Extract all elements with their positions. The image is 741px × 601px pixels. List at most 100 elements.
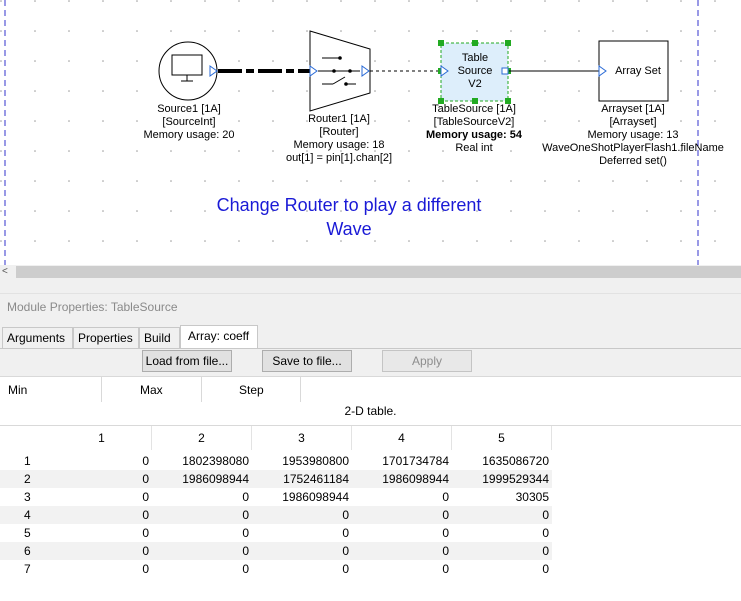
table-cell[interactable]: 0 [52,542,152,560]
column-header[interactable]: 3 [252,426,352,450]
column-header[interactable]: 2 [152,426,252,450]
source-name: Source1 [1A] [143,103,234,116]
row-header: 7 [24,560,31,578]
column-header[interactable]: 1 [52,426,152,450]
table-cell[interactable]: 0 [152,560,252,578]
table-cell[interactable]: 0 [152,524,252,542]
table-cell[interactable]: 0 [152,506,252,524]
table-cell[interactable]: 0 [52,470,152,488]
apply-button[interactable]: Apply [382,350,472,372]
source-caption: Source1 [1A] [SourceInt] Memory usage: 2… [143,103,234,142]
router-caption: Router1 [1A] [Router] Memory usage: 18 o… [286,113,392,165]
table-row: 7 0 0 0 0 0 [0,560,552,578]
column-divider [101,377,102,403]
tab-array-coeff[interactable]: Array: coeff [180,325,258,348]
arrayset-name: Arrayset [1A] [542,103,724,116]
table-cell[interactable]: 0 [352,560,452,578]
table-cell[interactable]: 0 [152,542,252,560]
save-to-file-button[interactable]: Save to file... [262,350,352,372]
table-cell[interactable]: 0 [452,560,552,578]
tablesource-caption: TableSource [1A] [TableSourceV2] Memory … [426,103,522,155]
table-cell[interactable]: 0 [252,560,352,578]
row-header: 6 [24,542,31,560]
table-cell[interactable]: 0 [452,542,552,560]
tablesource-class: [TableSourceV2] [426,116,522,129]
arrayset-box-label: Array Set [615,65,661,78]
table-cell[interactable]: 1701734784 [352,452,452,470]
table-row: 5 0 0 0 0 0 [0,524,552,542]
table-cell[interactable]: 0 [352,524,452,542]
tab-arguments[interactable]: Arguments [2,327,73,348]
tablesource-name: TableSource [1A] [426,103,522,116]
table-cell[interactable]: 1752461184 [252,470,352,488]
table-cell[interactable]: 0 [252,506,352,524]
table-row: 3 0 0 1986098944 0 30305 [0,488,552,506]
table-cell[interactable]: 0 [52,560,152,578]
table-cell[interactable]: 0 [52,452,152,470]
table-cell[interactable]: 0 [352,488,452,506]
arrayset-target: WaveOneShotPlayerFlash1.fileName [542,142,724,155]
table-cell[interactable]: 1953980800 [252,452,352,470]
row-header: 2 [24,470,31,488]
router-mapping: out[1] = pin[1].chan[2] [286,152,392,165]
diagram-canvas[interactable]: Table Source V2 Array Set Source1 [1A] [… [0,0,741,265]
selection-handle [438,40,444,46]
table-cell[interactable]: 1986098944 [152,470,252,488]
array-table[interactable]: 1 2 3 4 5 1 0 1802398080 1953980800 1701… [0,425,741,601]
table-cell[interactable]: 0 [52,524,152,542]
load-from-file-button[interactable]: Load from file... [142,350,232,372]
table-cell[interactable]: 0 [52,506,152,524]
row-header: 5 [24,524,31,542]
tablesource-output-pin [502,68,508,74]
column-divider [300,377,301,403]
selection-handle [472,40,478,46]
table-cell[interactable]: 1802398080 [152,452,252,470]
source-class: [SourceInt] [143,116,234,129]
table-cell[interactable]: 0 [452,524,552,542]
horizontal-scrollbar[interactable]: < [0,265,741,279]
table-cell[interactable]: 0 [52,488,152,506]
table-cell[interactable]: 1999529344 [452,470,552,488]
table-cell[interactable]: 0 [352,542,452,560]
table-cell[interactable]: 0 [352,506,452,524]
table-cell[interactable]: 30305 [452,488,552,506]
tablesource-memory: Memory usage: 54 [426,129,522,142]
table-cell[interactable]: 0 [152,488,252,506]
source-module[interactable] [159,42,217,100]
min-header: Min [8,377,27,403]
arrayset-mode: Deferred set() [542,155,724,168]
router-name: Router1 [1A] [286,113,392,126]
annotation-text: Change Router to play a different Wave [199,193,499,241]
selection-handle [505,40,511,46]
row-header: 4 [24,506,31,524]
step-header: Step [239,377,264,403]
row-header: 1 [24,452,31,470]
min-max-step-row: Min Max Step [0,376,741,403]
arrayset-caption: Arrayset [1A] [Arrayset] Memory usage: 1… [542,103,724,168]
column-divider [201,377,202,403]
table-cell[interactable]: 0 [252,542,352,560]
arrayset-class: [Arrayset] [542,116,724,129]
tablesource-box-line: Source [458,65,493,78]
tab-build[interactable]: Build [139,327,180,348]
tab-properties[interactable]: Properties [73,327,139,348]
table-row: 6 0 0 0 0 0 [0,542,552,560]
column-header[interactable]: 5 [452,426,552,450]
table-cell[interactable]: 1986098944 [252,488,352,506]
panel-splitter[interactable] [0,279,741,293]
table-title: 2-D table. [0,402,741,422]
scroll-left-arrow[interactable]: < [2,265,14,279]
table-cell[interactable]: 0 [452,506,552,524]
router-memory: Memory usage: 18 [286,139,392,152]
tablesource-box-line: V2 [458,78,493,91]
table-cell[interactable]: 1986098944 [352,470,452,488]
scroll-thumb[interactable] [16,266,741,278]
table-row: 2 0 1986098944 1752461184 1986098944 199… [0,470,552,488]
router-class: [Router] [286,126,392,139]
tablesource-box-label: Table Source V2 [458,52,493,91]
row-header: 3 [24,488,31,506]
tablesource-box-line: Table [458,52,493,65]
column-header[interactable]: 4 [352,426,452,450]
table-cell[interactable]: 1635086720 [452,452,552,470]
table-cell[interactable]: 0 [252,524,352,542]
